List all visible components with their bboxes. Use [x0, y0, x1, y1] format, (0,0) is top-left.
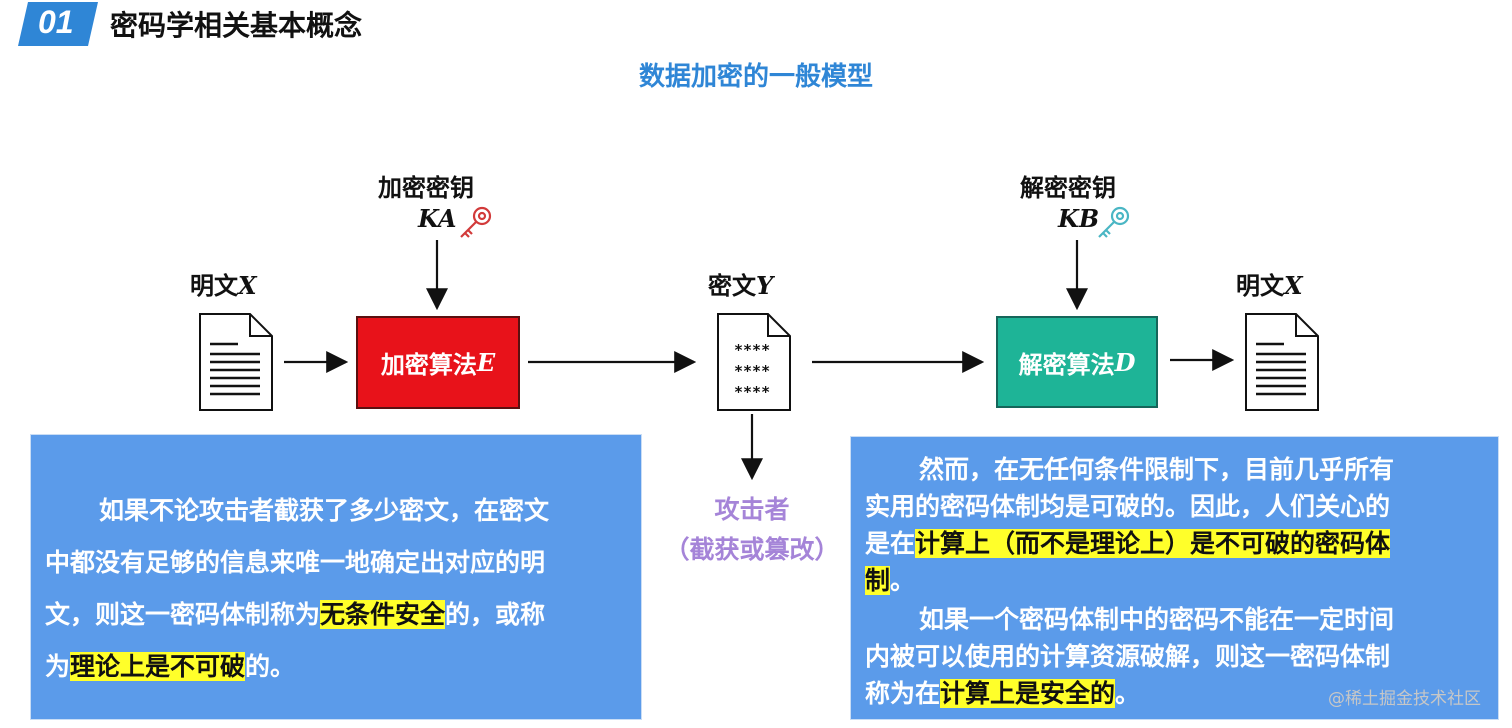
unconditional-security-text: 如果不论攻击者截获了多少密文，在密文 中都没有足够的信息来唯一地确定出对应的明 …	[45, 496, 550, 681]
watermark: @稀土掘金技术社区	[1328, 689, 1481, 709]
computational-security-text: 然而，在无任何条件限制下，目前几乎所有 实用的密码体制均是可破的。因此，人们关心…	[865, 455, 1395, 708]
section-number-badge	[18, 2, 98, 46]
unconditional-security-panel: 如果不论攻击者截获了多少密文，在密文 中都没有足够的信息来唯一地确定出对应的明 …	[30, 434, 642, 720]
encryption-key-label: 加密密钥	[378, 174, 474, 202]
section-number: 01	[38, 4, 74, 40]
computational-security-panel: 然而，在无任何条件限制下，目前几乎所有 实用的密码体制均是可破的。因此，人们关心…	[850, 436, 1499, 720]
decryption-key-label: 解密密钥	[1020, 174, 1116, 202]
plaintext-left-label: 明文X	[190, 271, 257, 300]
teal-key-icon	[1098, 206, 1130, 238]
highlight-computationally-unbreakable: 计算上（而不是理论上）是不可破的密码体	[915, 529, 1391, 558]
encryption-key-var: KA	[418, 204, 457, 233]
plaintext-output-document-icon	[1245, 313, 1319, 411]
red-key-icon	[460, 206, 492, 238]
highlight-theoretically-unbreakable: 理论上是不可破	[70, 652, 246, 681]
section-title: 密码学相关基本概念	[110, 9, 363, 42]
ciphertext-label: 密文Y	[708, 271, 774, 300]
ciphertext-document-icon	[717, 313, 791, 411]
decryption-key-var: KB	[1058, 204, 1100, 233]
diagram-title: 数据加密的一般模型	[638, 62, 873, 92]
highlight-computationally-secure: 计算上是安全的	[940, 679, 1116, 708]
attacker-label: 攻击者 （截获或篡改）	[664, 495, 840, 564]
plaintext-right-label: 明文X	[1236, 271, 1303, 300]
ciphertext-stars: **** **** ****	[734, 341, 771, 401]
highlight-unconditional-security: 无条件安全	[320, 600, 446, 629]
plaintext-document-icon	[199, 313, 273, 411]
